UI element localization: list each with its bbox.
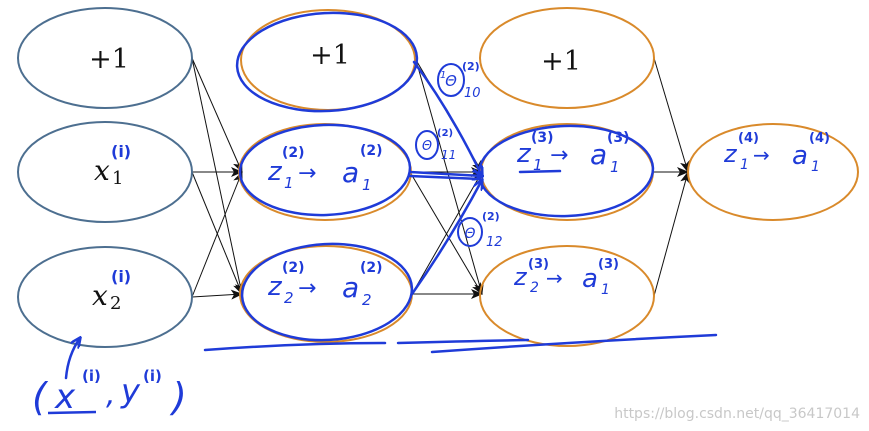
theta-circle bbox=[415, 130, 439, 160]
theta-superscript: (2) bbox=[462, 60, 480, 73]
close-paren: ) bbox=[169, 375, 187, 419]
arrow-glyph: → bbox=[550, 143, 568, 168]
theta-index: 12 bbox=[486, 235, 503, 250]
z-superscript: (4) bbox=[738, 131, 759, 146]
a-superscript: (2) bbox=[360, 260, 383, 276]
a-label: a bbox=[590, 138, 607, 171]
a-label: a bbox=[582, 264, 598, 294]
z-subscript: 1 bbox=[284, 174, 294, 192]
label-output: z 1 (4) → a 1 (4) bbox=[723, 131, 830, 175]
arrow-glyph: → bbox=[298, 276, 316, 301]
theta-glyph: Θ bbox=[464, 226, 475, 242]
a-superscript: (3) bbox=[598, 257, 619, 272]
weight-theta-11: Θ 11 (2) bbox=[415, 128, 456, 162]
sample-x: x bbox=[54, 377, 76, 417]
ink-circle-bias-l2 bbox=[235, 11, 419, 113]
sample-x-underline bbox=[47, 410, 97, 415]
a-subscript: 2 bbox=[362, 291, 372, 309]
z-superscript: (3) bbox=[528, 257, 549, 272]
ink-edge-from-unit-1 bbox=[408, 172, 482, 176]
ink-circle-l2-unit-2 bbox=[240, 242, 414, 342]
layer-4-output bbox=[687, 123, 859, 221]
theta-left-index: 1 bbox=[440, 70, 446, 81]
theta-glyph: Θ bbox=[445, 72, 457, 90]
weight-theta-10: Θ 1 10 (2) bbox=[437, 60, 481, 101]
a-subscript: 1 bbox=[362, 176, 372, 194]
bias-label-layer-1: +1 bbox=[89, 44, 129, 75]
a-subscript: 1 bbox=[610, 158, 620, 176]
a-subscript: 1 bbox=[601, 282, 610, 298]
z-label: z bbox=[516, 139, 532, 169]
label-l2-unit-2: z 2 (2) → a 2 (2) bbox=[267, 260, 383, 309]
a-label: a bbox=[342, 271, 359, 304]
node-l3-unit-2 bbox=[479, 245, 655, 347]
z-subscript: 1 bbox=[740, 157, 749, 173]
ink-underline-1 bbox=[203, 341, 387, 352]
x1-label: x bbox=[94, 154, 110, 187]
theta-circle bbox=[457, 217, 483, 247]
node-bias-layer-1 bbox=[17, 7, 193, 109]
theta-superscript: (2) bbox=[482, 210, 500, 223]
open-paren: ( bbox=[32, 375, 49, 419]
ink-edge-from-unit-2 bbox=[410, 180, 482, 296]
z-superscript: (3) bbox=[531, 130, 554, 146]
sample-comma: , bbox=[106, 377, 116, 412]
a-label: a bbox=[342, 156, 359, 189]
a-subscript: 1 bbox=[811, 159, 820, 175]
z-label: z bbox=[267, 157, 283, 187]
label-l3-unit-1: z 1 (3) → a 1 (3) bbox=[516, 130, 630, 176]
ink-emphasis bbox=[64, 11, 718, 380]
layer-1-inputs bbox=[17, 7, 193, 348]
bias-label-layer-2: +1 bbox=[310, 40, 350, 71]
z-subscript: 1 bbox=[533, 156, 543, 174]
a-label: a bbox=[792, 141, 808, 171]
node-x2 bbox=[17, 246, 193, 348]
label-l2-unit-1: z 1 (2) → a 1 (2) bbox=[267, 143, 383, 194]
z-label: z bbox=[267, 272, 283, 302]
node-bias-layer-3 bbox=[479, 7, 655, 109]
theta-superscript: (2) bbox=[437, 128, 453, 139]
watermark: https://blog.csdn.net/qq_36417014 bbox=[614, 406, 860, 422]
bias-label-layer-3: +1 bbox=[541, 46, 581, 77]
ink-sample-arrow bbox=[64, 338, 80, 380]
node-output bbox=[687, 123, 859, 221]
a-superscript: (2) bbox=[360, 143, 383, 159]
theta-circle bbox=[437, 63, 465, 97]
sample-y: y bbox=[120, 372, 141, 410]
sample-y-superscript: (i) bbox=[143, 367, 162, 385]
arrow-glyph: → bbox=[298, 161, 316, 186]
z-label: z bbox=[723, 140, 738, 168]
arrow-glyph: → bbox=[753, 143, 770, 167]
sample-x-superscript: (i) bbox=[82, 367, 101, 385]
arrow-glyph: → bbox=[546, 266, 563, 290]
theta-glyph: Θ bbox=[422, 139, 432, 154]
weight-theta-12: Θ 12 (2) bbox=[457, 210, 503, 250]
a-superscript: (3) bbox=[607, 130, 630, 146]
x1-superscript: (i) bbox=[111, 142, 131, 161]
theta-index: 11 bbox=[441, 148, 456, 162]
z-label: z bbox=[513, 263, 528, 291]
training-sample-label: ( x (i) , y (i) ) bbox=[32, 367, 187, 419]
ink-edge-from-bias bbox=[412, 60, 482, 176]
x1-subscript: 1 bbox=[112, 168, 123, 189]
a-superscript: (4) bbox=[809, 131, 830, 146]
z-superscript: (2) bbox=[282, 260, 305, 276]
label-l3-unit-2: z 2 (3) → a 1 (3) bbox=[513, 257, 619, 298]
x2-subscript: 2 bbox=[110, 293, 121, 314]
ink-underline-3 bbox=[430, 333, 718, 354]
x2-label: x bbox=[92, 279, 108, 312]
x2-superscript: (i) bbox=[111, 267, 131, 286]
ink-underline-z13 bbox=[518, 169, 562, 174]
connection-edges bbox=[191, 57, 690, 300]
z-superscript: (2) bbox=[282, 145, 305, 161]
node-x1 bbox=[17, 121, 193, 223]
ink-underline-2 bbox=[396, 338, 530, 345]
z-subscript: 2 bbox=[284, 289, 294, 307]
theta-index: 10 bbox=[464, 86, 481, 101]
z-subscript: 2 bbox=[530, 280, 539, 296]
ink-circle-l2-unit-1 bbox=[238, 123, 412, 217]
labels-layer-1: +1 x 1 (i) x 2 (i) bbox=[89, 44, 131, 314]
